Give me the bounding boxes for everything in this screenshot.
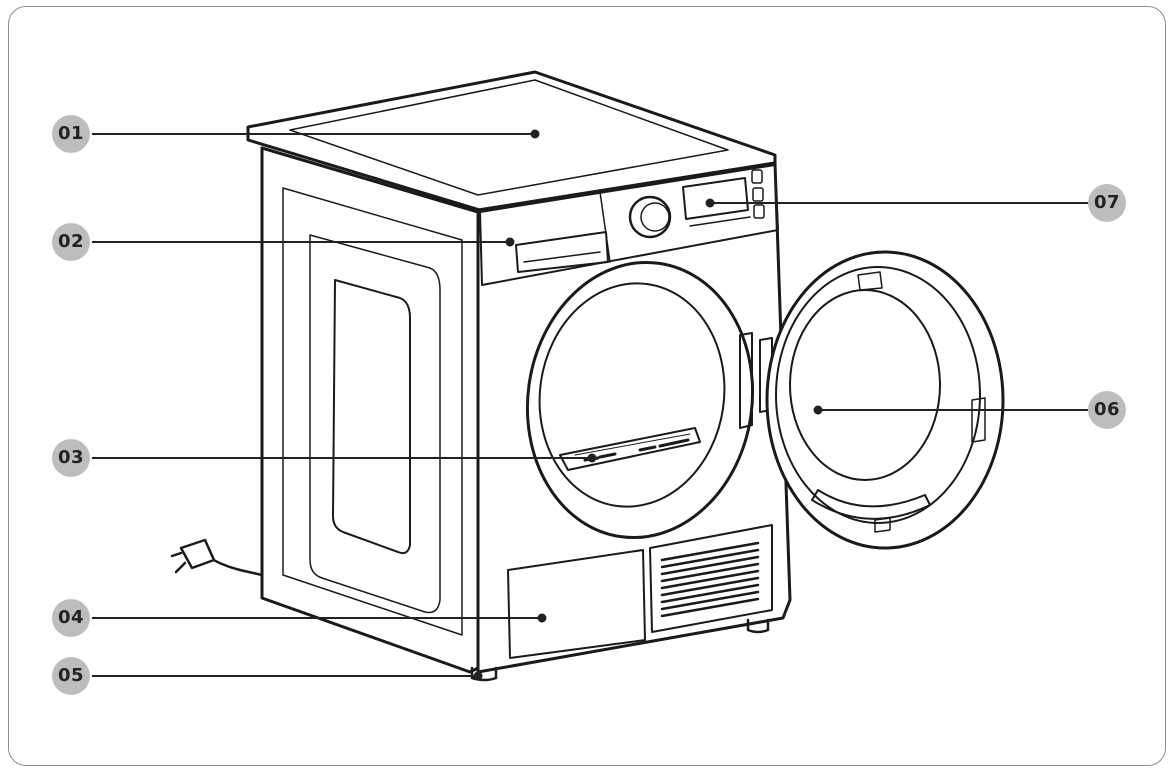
callout-02: 02 [52, 223, 90, 261]
callout-05: 05 [52, 657, 90, 695]
callout-01: 01 [52, 115, 90, 153]
callout-03: 03 [52, 439, 90, 477]
callout-04: 04 [52, 599, 90, 637]
callout-07: 07 [1088, 184, 1126, 222]
callout-06: 06 [1088, 391, 1126, 429]
